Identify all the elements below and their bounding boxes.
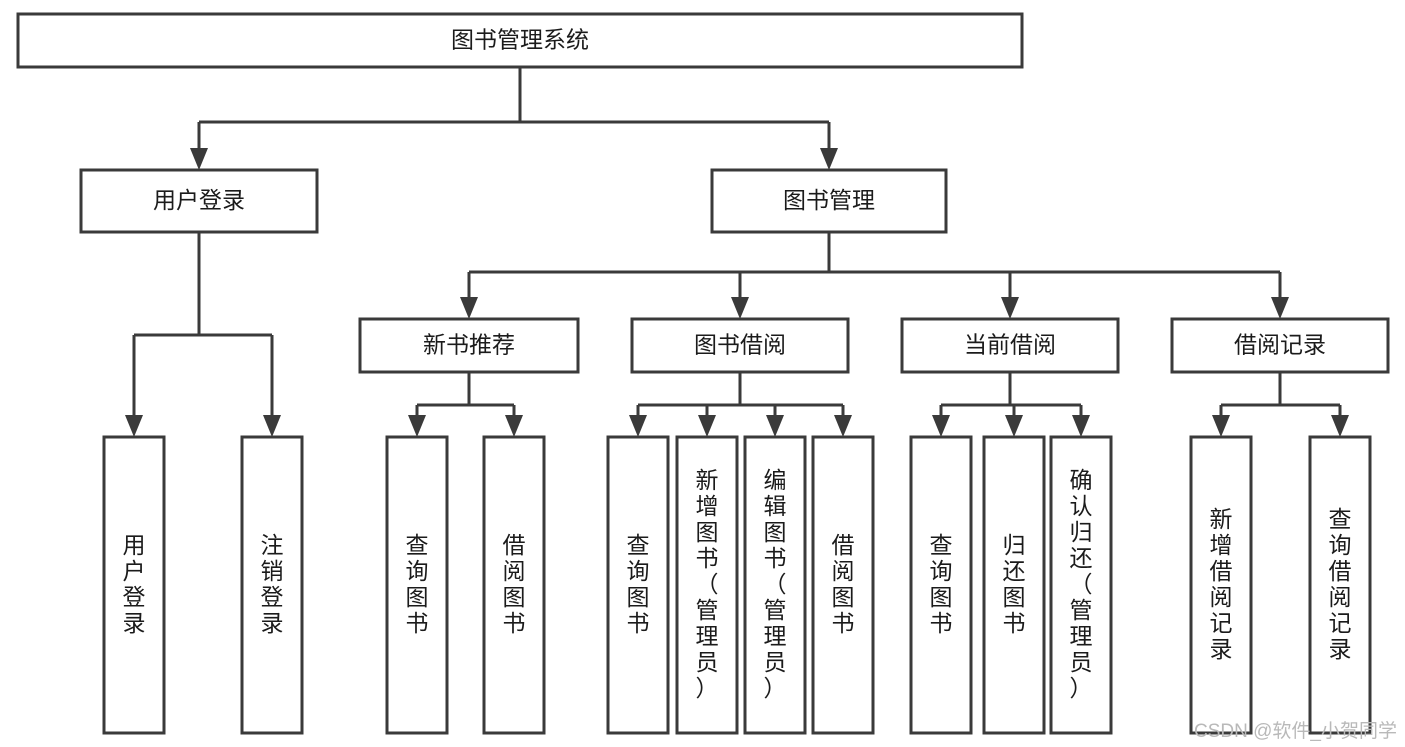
node-leaf-8-rect[interactable]	[909, 435, 973, 735]
node-leaf-7-rect[interactable]	[811, 435, 875, 735]
node-l2-1-label: 图书管理	[783, 187, 875, 213]
node-leaf-0-label: 用户登录	[123, 532, 146, 636]
node-leaf-5-label: 新增图书（管理员）	[696, 467, 719, 701]
mgr-to-l3-0-arrowhead	[460, 297, 478, 319]
node-l3-0[interactable]: 新书推荐	[358, 317, 580, 374]
node-leaf-12-rect[interactable]	[1308, 435, 1372, 735]
node-l3-2[interactable]: 当前借阅	[900, 317, 1120, 374]
leaf-arrow-8-arrowhead	[932, 415, 950, 437]
node-leaf-11-label: 新增借阅记录	[1210, 506, 1233, 662]
node-leaf-1[interactable]: 注销登录	[240, 435, 304, 735]
node-leaf-1-rect[interactable]	[240, 435, 304, 735]
node-leaf-9-label: 归还图书	[1003, 532, 1026, 636]
node-l2-0-label: 用户登录	[153, 187, 245, 213]
node-l2-1[interactable]: 图书管理	[710, 168, 948, 234]
leaf-arrow-3-arrowhead	[505, 415, 523, 437]
node-leaf-2-label: 查询图书	[406, 532, 429, 636]
node-l3-1-rect[interactable]	[630, 317, 850, 374]
node-l2-0-rect[interactable]	[79, 168, 319, 234]
node-leaf-7-label: 借阅图书	[832, 532, 855, 636]
leaf-arrow-1-arrowhead	[263, 415, 281, 437]
node-leaf-4[interactable]: 查询图书	[606, 435, 670, 735]
leaf-arrow-10-arrowhead	[1072, 415, 1090, 437]
node-l2-0[interactable]: 用户登录	[79, 168, 319, 234]
leaf-arrow-2-arrowhead	[408, 415, 426, 437]
node-l3-3-rect[interactable]	[1170, 317, 1390, 374]
node-leaf-9[interactable]: 归还图书	[982, 435, 1046, 735]
node-l3-1[interactable]: 图书借阅	[630, 317, 850, 374]
node-l3-0-rect[interactable]	[358, 317, 580, 374]
node-leaf-2-rect[interactable]	[385, 435, 449, 735]
node-leaf-11-rect[interactable]	[1189, 435, 1253, 735]
node-leaf-4-rect[interactable]	[606, 435, 670, 735]
node-root-label: 图书管理系统	[451, 27, 589, 53]
node-l3-2-rect[interactable]	[900, 317, 1120, 374]
leaf-arrow-0-arrowhead	[125, 415, 143, 437]
node-leaf-0-rect[interactable]	[102, 435, 166, 735]
node-leaf-3-rect[interactable]	[482, 435, 546, 735]
node-leaf-6[interactable]: 编辑图书（管理员）	[743, 435, 807, 735]
node-leaf-10[interactable]: 确认归还（管理员）	[1049, 435, 1113, 735]
node-l3-0-label: 新书推荐	[423, 332, 515, 358]
node-l3-3[interactable]: 借阅记录	[1170, 317, 1390, 374]
node-leaf-12-label: 查询借阅记录	[1329, 506, 1352, 662]
root-to-l2-1-arrowhead	[820, 148, 838, 170]
leaf-arrow-9-arrowhead	[1005, 415, 1023, 437]
leaf-arrow-7-arrowhead	[834, 415, 852, 437]
node-layer: 图书管理系统用户登录图书管理新书推荐图书借阅当前借阅借阅记录用户登录注销登录查询…	[16, 12, 1390, 735]
node-l3-2-label: 当前借阅	[964, 332, 1056, 358]
node-leaf-10-label: 确认归还（管理员）	[1070, 467, 1093, 701]
leaf-arrow-6-arrowhead	[766, 415, 784, 437]
node-leaf-8[interactable]: 查询图书	[909, 435, 973, 735]
node-leaf-7[interactable]: 借阅图书	[811, 435, 875, 735]
node-leaf-0[interactable]: 用户登录	[102, 435, 166, 735]
root-to-l2-0-arrowhead	[190, 148, 208, 170]
node-leaf-9-rect[interactable]	[982, 435, 1046, 735]
mgr-to-l3-1-arrowhead	[731, 297, 749, 319]
mgr-to-l3-2-arrowhead	[1001, 297, 1019, 319]
node-leaf-6-rect[interactable]	[743, 435, 807, 735]
node-leaf-3[interactable]: 借阅图书	[482, 435, 546, 735]
node-leaf-10-rect[interactable]	[1049, 435, 1113, 735]
leaf-arrow-11-arrowhead	[1212, 415, 1230, 437]
node-leaf-4-label: 查询图书	[627, 532, 650, 636]
node-leaf-12[interactable]: 查询借阅记录	[1308, 435, 1372, 735]
node-leaf-5[interactable]: 新增图书（管理员）	[675, 435, 739, 735]
node-root[interactable]: 图书管理系统	[16, 12, 1024, 69]
node-leaf-3-label: 借阅图书	[503, 532, 526, 636]
node-l2-1-rect[interactable]	[710, 168, 948, 234]
node-leaf-1-label: 注销登录	[261, 532, 284, 636]
node-leaf-11[interactable]: 新增借阅记录	[1189, 435, 1253, 735]
node-leaf-6-label: 编辑图书（管理员）	[764, 467, 787, 701]
leaf-arrow-12-arrowhead	[1331, 415, 1349, 437]
node-leaf-2[interactable]: 查询图书	[385, 435, 449, 735]
mgr-to-l3-3-arrowhead	[1271, 297, 1289, 319]
node-leaf-8-label: 查询图书	[930, 532, 953, 636]
node-l3-3-label: 借阅记录	[1234, 332, 1326, 358]
leaf-arrow-4-arrowhead	[629, 415, 647, 437]
leaf-arrow-5-arrowhead	[698, 415, 716, 437]
node-leaf-5-rect[interactable]	[675, 435, 739, 735]
node-l3-1-label: 图书借阅	[694, 332, 786, 358]
node-root-rect[interactable]	[16, 12, 1024, 69]
connector-layer	[125, 67, 1349, 437]
